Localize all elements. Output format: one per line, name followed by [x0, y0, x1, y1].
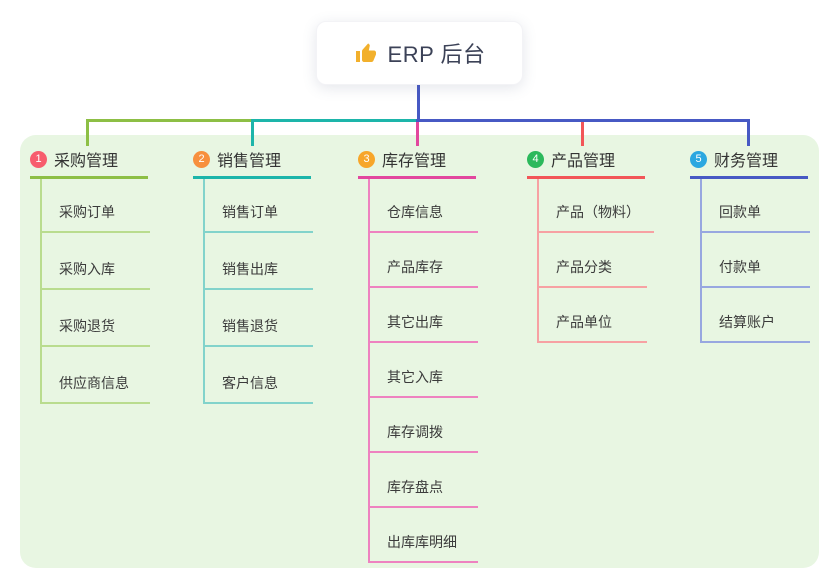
- branch-3: 3 库存管理仓库信息产品库存其它出库其它入库库存调拨库存盘点出库库明细: [358, 147, 478, 563]
- root-drop-line: [417, 84, 420, 122]
- child-label: 出库库明细: [387, 534, 457, 550]
- child-label: 销售订单: [222, 204, 278, 220]
- child-label: 产品分类: [556, 259, 612, 275]
- child-label: 采购退货: [59, 318, 115, 334]
- root-title: ERP 后台: [387, 42, 486, 67]
- branch-number-badge: 3: [358, 150, 375, 168]
- branch-number-badge: 2: [193, 150, 210, 168]
- child-label: 销售出库: [222, 261, 278, 277]
- thumbs-up-icon: [354, 41, 378, 65]
- branch-node-5[interactable]: 5 财务管理: [690, 147, 808, 179]
- child-label: 产品（物料）: [556, 204, 640, 220]
- child-label: 其它入库: [387, 369, 443, 385]
- children-group: 仓库信息产品库存其它出库其它入库库存调拨库存盘点出库库明细: [368, 179, 478, 563]
- bus-segment-blue: [416, 119, 750, 122]
- child-label: 库存盘点: [387, 479, 443, 495]
- child-label: 结算账户: [719, 314, 775, 330]
- branch-label: 库存管理: [382, 153, 447, 170]
- child-node[interactable]: 供应商信息: [42, 347, 150, 404]
- child-label: 客户信息: [222, 375, 278, 391]
- branches-panel: [20, 135, 819, 568]
- child-label: 供应商信息: [59, 375, 129, 391]
- branch-number-badge: 1: [30, 150, 47, 168]
- branch-label: 采购管理: [54, 153, 119, 170]
- branch-1: 1 采购管理采购订单采购入库采购退货供应商信息: [30, 147, 150, 404]
- branch-2: 2 销售管理销售订单销售出库销售退货客户信息: [193, 147, 313, 404]
- branch-drop-line-1: [86, 119, 89, 146]
- child-label: 采购入库: [59, 261, 115, 277]
- bus-segment-teal: [251, 119, 419, 122]
- children-group: 产品（物料） 产品分类产品单位: [537, 179, 654, 343]
- child-node[interactable]: 付款单: [702, 233, 810, 288]
- child-node[interactable]: 采购退货: [42, 290, 150, 347]
- children-group: 回款单付款单结算账户: [700, 179, 810, 343]
- child-node[interactable]: 其它出库: [370, 288, 478, 343]
- child-node[interactable]: 销售出库: [205, 233, 313, 290]
- branch-label: 产品管理: [551, 153, 616, 170]
- branch-label: 销售管理: [217, 153, 282, 170]
- branch-4: 4 产品管理产品（物料） 产品分类产品单位: [527, 147, 654, 343]
- branch-drop-line-2: [251, 119, 254, 146]
- child-label: 采购订单: [59, 204, 115, 220]
- child-node[interactable]: 产品分类: [539, 233, 647, 288]
- child-node[interactable]: 仓库信息: [370, 179, 478, 233]
- child-node[interactable]: 销售退货: [205, 290, 313, 347]
- branch-label: 财务管理: [714, 153, 779, 170]
- branch-number-badge: 5: [690, 150, 707, 168]
- child-node[interactable]: 其它入库: [370, 343, 478, 398]
- child-label: 销售退货: [222, 318, 278, 334]
- root-node[interactable]: ERP 后台: [316, 21, 523, 85]
- child-node[interactable]: 出库库明细: [370, 508, 478, 563]
- branch-drop-line-3: [416, 119, 419, 146]
- branch-node-4[interactable]: 4 产品管理: [527, 147, 645, 179]
- branch-drop-line-4: [581, 119, 584, 146]
- child-node[interactable]: 采购订单: [42, 179, 150, 233]
- child-node[interactable]: 库存调拨: [370, 398, 478, 453]
- branch-number-badge: 4: [527, 150, 544, 168]
- branch-drop-line-5: [747, 119, 750, 146]
- child-node[interactable]: 回款单: [702, 179, 810, 233]
- branch-node-2[interactable]: 2 销售管理: [193, 147, 311, 179]
- child-label: 仓库信息: [387, 204, 443, 220]
- child-label: 产品单位: [556, 314, 612, 330]
- child-node[interactable]: 产品（物料）: [539, 179, 654, 233]
- children-group: 采购订单采购入库采购退货供应商信息: [40, 179, 150, 404]
- children-group: 销售订单销售出库销售退货客户信息: [203, 179, 313, 404]
- branch-node-3[interactable]: 3 库存管理: [358, 147, 476, 179]
- child-node[interactable]: 采购入库: [42, 233, 150, 290]
- child-label: 付款单: [719, 259, 761, 275]
- child-node[interactable]: 产品单位: [539, 288, 647, 343]
- bus-segment-green: [86, 119, 254, 122]
- child-node[interactable]: 销售订单: [205, 179, 313, 233]
- child-label: 其它出库: [387, 314, 443, 330]
- child-node[interactable]: 产品库存: [370, 233, 478, 288]
- branch-5: 5 财务管理回款单付款单结算账户: [690, 147, 810, 343]
- child-node[interactable]: 客户信息: [205, 347, 313, 404]
- child-label: 库存调拨: [387, 424, 443, 440]
- child-label: 产品库存: [387, 259, 443, 275]
- child-label: 回款单: [719, 204, 761, 220]
- branch-node-1[interactable]: 1 采购管理: [30, 147, 148, 179]
- child-node[interactable]: 库存盘点: [370, 453, 478, 508]
- child-node[interactable]: 结算账户: [702, 288, 810, 343]
